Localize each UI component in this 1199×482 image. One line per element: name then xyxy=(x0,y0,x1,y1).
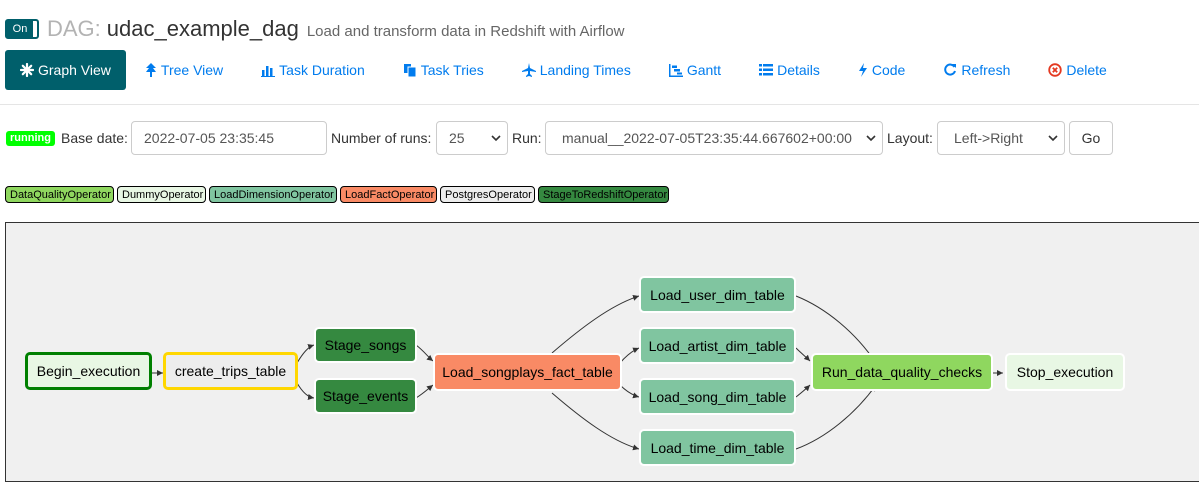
tab-details[interactable]: Details xyxy=(740,50,839,90)
edge xyxy=(795,384,811,398)
tab-label: Task Tries xyxy=(420,62,484,78)
refresh-button[interactable]: Refresh xyxy=(924,50,1029,90)
edge xyxy=(415,384,434,399)
list-icon xyxy=(759,64,774,76)
tab-label: Task Duration xyxy=(279,62,365,78)
layout-value: Left->Right xyxy=(954,130,1023,146)
task-stage-events[interactable]: Stage_events xyxy=(314,378,417,414)
dag-prefix: DAG: xyxy=(47,16,101,41)
chevron-down-icon xyxy=(866,134,876,141)
tab-code[interactable]: Code xyxy=(839,50,924,90)
task-begin-execution[interactable]: Begin_execution xyxy=(25,352,152,390)
task-load-time-dim-table[interactable]: Load_time_dim_table xyxy=(639,429,796,466)
files-icon xyxy=(403,64,417,77)
dag-nav: Graph View Tree View Task Duration Task … xyxy=(5,50,1126,90)
tab-label: Gantt xyxy=(686,62,722,78)
chevron-down-icon xyxy=(491,134,501,141)
task-load-song-dim-table[interactable]: Load_song_dim_table xyxy=(639,378,796,415)
delete-button[interactable]: Delete xyxy=(1029,50,1125,90)
legend-load-dimension-operator[interactable]: LoadDimensionOperator xyxy=(209,186,337,203)
dag-graph-canvas[interactable]: Begin_execution create_trips_table Stage… xyxy=(5,222,1199,482)
run-label: Run: xyxy=(512,130,542,146)
dag-pause-toggle[interactable]: On xyxy=(5,19,39,39)
num-runs-label: Number of runs: xyxy=(331,130,432,146)
gantt-icon xyxy=(668,63,683,77)
dag-description: Load and transform data in Redshift with… xyxy=(306,22,625,40)
header-divider xyxy=(0,104,1199,105)
tree-icon xyxy=(145,63,156,77)
tab-landing-times[interactable]: Landing Times xyxy=(503,50,650,90)
tab-gantt[interactable]: Gantt xyxy=(650,50,740,90)
tab-task-tries[interactable]: Task Tries xyxy=(384,50,503,90)
edge xyxy=(619,384,640,399)
tab-task-duration[interactable]: Task Duration xyxy=(242,50,384,90)
edge xyxy=(415,344,434,362)
tab-label: Tree View xyxy=(160,62,224,78)
tab-label: Landing Times xyxy=(539,62,631,78)
plane-icon xyxy=(521,63,536,77)
task-stage-songs[interactable]: Stage_songs xyxy=(314,327,417,363)
legend-postgres-operator[interactable]: PostgresOperator xyxy=(440,186,535,203)
toggle-label: On xyxy=(7,21,33,37)
delete-label: Delete xyxy=(1066,62,1107,78)
asterisk-icon xyxy=(20,63,34,77)
refresh-icon xyxy=(944,63,957,76)
run-select[interactable]: manual__2022-07-05T23:35:44.667602+00:00 xyxy=(545,121,883,155)
dag-title: udac_example_dag xyxy=(106,16,299,41)
refresh-label: Refresh xyxy=(961,62,1011,78)
bar-chart-icon xyxy=(261,65,276,77)
edge xyxy=(795,347,811,362)
go-button[interactable]: Go xyxy=(1069,121,1113,155)
legend-stage-to-redshift-operator[interactable]: StageToRedshiftOperator xyxy=(538,186,669,203)
legend-data-quality-operator[interactable]: DataQualityOperator xyxy=(5,186,114,203)
dag-edges xyxy=(151,294,1003,451)
task-stop-execution[interactable]: Stop_execution xyxy=(1005,353,1125,391)
legend-dummy-operator[interactable]: DummyOperator xyxy=(117,186,206,203)
edge xyxy=(551,392,640,451)
edge xyxy=(296,382,315,400)
task-load-user-dim-table[interactable]: Load_user_dim_table xyxy=(639,276,796,313)
task-create-trips-table[interactable]: create_trips_table xyxy=(163,352,298,390)
remove-circle-icon xyxy=(1048,63,1063,77)
tab-label: Code xyxy=(871,62,906,78)
num-runs-value: 25 xyxy=(449,130,465,146)
chevron-down-icon xyxy=(1048,134,1058,141)
dag-run-state-badge: running xyxy=(6,131,55,146)
legend-load-fact-operator[interactable]: LoadFactOperator xyxy=(340,186,437,203)
tab-label: Details xyxy=(777,62,820,78)
base-date-input[interactable]: 2022-07-05 23:35:45 xyxy=(131,121,327,155)
task-load-songplays-fact-table[interactable]: Load_songplays_fact_table xyxy=(433,353,622,391)
tab-graph-view[interactable]: Graph View xyxy=(5,50,126,90)
task-run-data-quality-checks[interactable]: Run_data_quality_checks xyxy=(811,353,993,391)
edge xyxy=(551,294,640,354)
run-value: manual__2022-07-05T23:35:44.667602+00:00 xyxy=(562,130,852,146)
layout-select[interactable]: Left->Right xyxy=(937,121,1065,155)
edge xyxy=(795,384,877,450)
num-runs-select[interactable]: 25 xyxy=(436,121,508,155)
flash-icon xyxy=(858,63,867,77)
tab-tree-view[interactable]: Tree View xyxy=(126,50,242,90)
task-load-artist-dim-table[interactable]: Load_artist_dim_table xyxy=(639,327,796,364)
base-date-label: Base date: xyxy=(61,130,128,146)
dag-header: On DAG: udac_example_dag Load and transf… xyxy=(5,16,625,42)
edge xyxy=(619,347,640,364)
edge xyxy=(296,344,315,364)
layout-label: Layout: xyxy=(887,130,933,146)
tab-label: Graph View xyxy=(38,62,111,78)
